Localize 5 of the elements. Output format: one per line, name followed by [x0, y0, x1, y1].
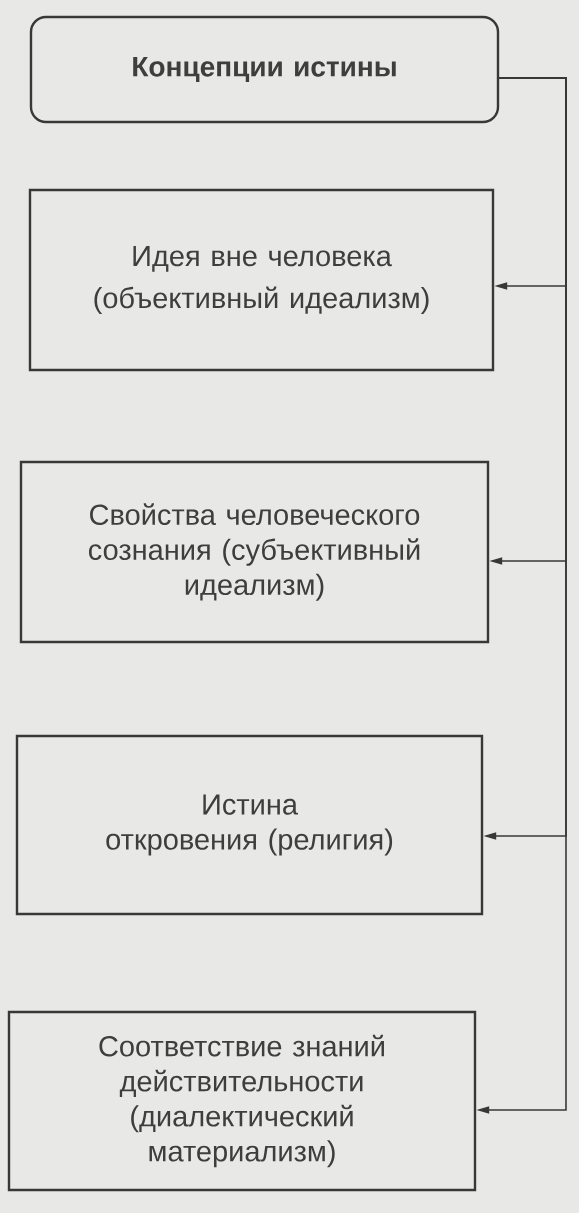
box: Истина откровения (религия) — [15, 734, 484, 916]
box: Идея вне человека (объективный идеализм) — [28, 188, 495, 372]
box: Свойства человеческого сознания (субъективный идеализм) — [19, 460, 490, 644]
rounded-box: Концепции истины — [29, 15, 500, 124]
box: Соответствие знаний действительности (диалектический материализм) — [7, 1010, 477, 1192]
